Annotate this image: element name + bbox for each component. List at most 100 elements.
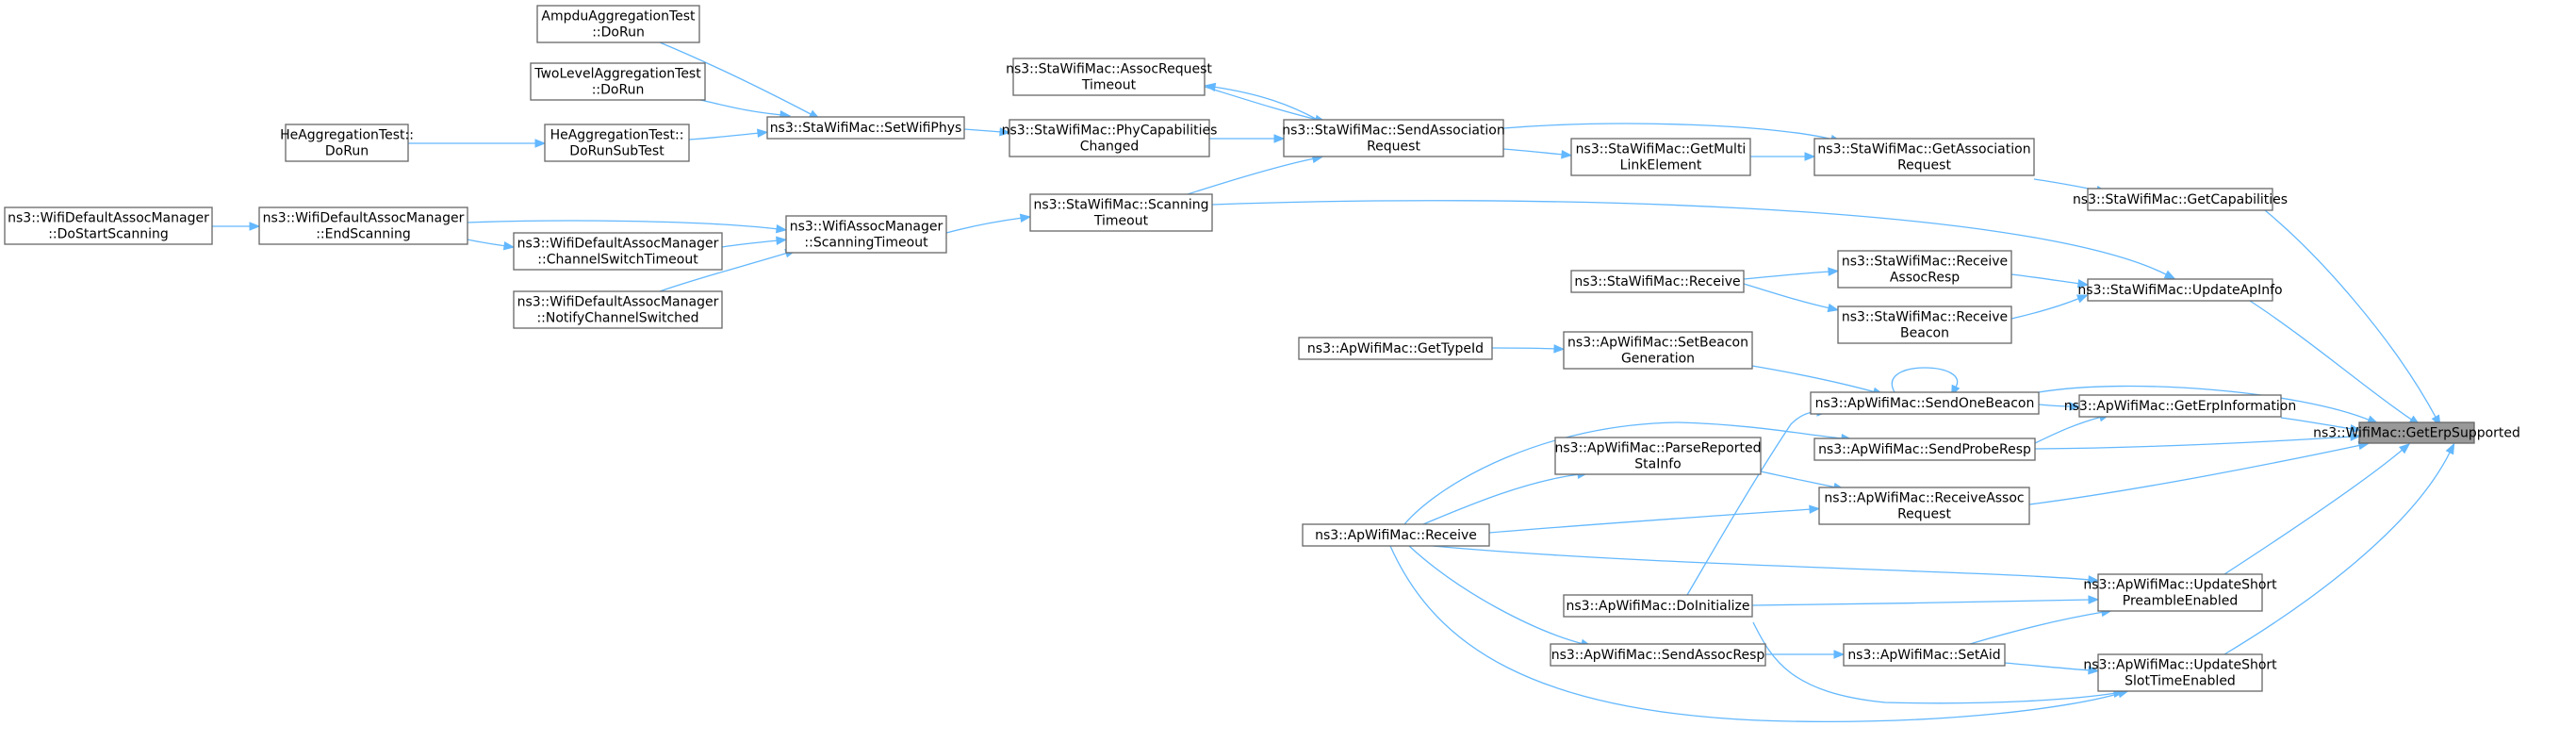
call-edge-sendproberesp-to-geterpinfo xyxy=(2034,413,2111,444)
call-edge-sendassocreq-to-assocreqtimeout xyxy=(1204,82,1319,121)
function-node-stareceive[interactable]: ns3::StaWifiMac::Receive xyxy=(1570,270,1745,293)
function-node-sendproberesp[interactable]: ns3::ApWifiMac::SendProbeResp xyxy=(1813,438,2036,461)
call-edge-apreceive-to-recvassocreq xyxy=(1488,504,1821,534)
node-box xyxy=(1813,138,2035,176)
arrowhead xyxy=(2399,443,2411,454)
function-node-doinitialize[interactable]: ns3::ApWifiMac::DoInitialize xyxy=(1563,594,1753,618)
node-box xyxy=(2078,394,2282,418)
node-label: ns3::ApWifiMac::ReceiveAssoc xyxy=(1824,491,2024,506)
node-box xyxy=(258,206,468,245)
call-edge-getcaps-to-root xyxy=(2264,209,2441,427)
arrowhead xyxy=(1809,504,1821,514)
edge-line xyxy=(721,239,779,248)
node-label: ns3::ApWifiMac::SendOneBeacon xyxy=(1815,396,2035,411)
function-node-updateshortslot[interactable]: ns3::ApWifiMac::UpdateShortSlotTimeEnabl… xyxy=(2083,653,2277,692)
call-edge-phycap-to-sendassocreq xyxy=(1209,134,1286,143)
call-edge-getmultilink-to-getassocreq xyxy=(1750,152,1816,161)
call-edge-gettypeid-to-setbeacongen xyxy=(1491,344,1566,354)
function-node-geterpinfo[interactable]: ns3::ApWifiMac::GetErpInformation xyxy=(2064,394,2296,418)
edge-line xyxy=(963,128,1003,133)
function-node-getcaps[interactable]: ns3::StaWifiMac::GetCapabilities xyxy=(2073,188,2288,211)
call-edge-scanningtimeout-to-stascantimeout xyxy=(945,213,1032,234)
node-box xyxy=(1029,193,1213,232)
function-node-gettypeid[interactable]: ns3::ApWifiMac::GetTypeId xyxy=(1298,337,1493,360)
node-label: ::NotifyChannelSwitched xyxy=(536,311,698,326)
node-box xyxy=(1550,643,1766,667)
node-label: TwoLevelAggregationTest xyxy=(533,67,701,82)
node-label: DoRun xyxy=(325,144,369,159)
function-node-dostartscanning[interactable]: ns3::WifiDefaultAssocManager::DoStartSca… xyxy=(4,206,213,245)
call-edge-stascantimeout-to-updateapinfo xyxy=(1211,200,2176,280)
call-edge-apreceive-to-parsereported xyxy=(1422,470,1589,525)
arrowhead xyxy=(1833,650,1846,659)
function-node-chswitchtimeout[interactable]: ns3::WifiDefaultAssocManager::ChannelSwi… xyxy=(513,232,723,271)
arrowhead xyxy=(2349,423,2362,434)
function-node-sendonebeacon[interactable]: ns3::ApWifiMac::SendOneBeacon xyxy=(1810,391,2040,415)
node-box xyxy=(1570,270,1745,293)
node-box xyxy=(1298,337,1493,360)
node-label: HeAggregationTest:: xyxy=(280,128,414,143)
node-box xyxy=(513,290,723,329)
function-node-root[interactable]: ns3::WifiMac::GetErpSupported xyxy=(2313,421,2520,444)
node-label: ns3::StaWifiMac::PhyCapabilities xyxy=(1002,124,1218,139)
node-label: Request xyxy=(1897,158,1951,173)
node-label: ns3::StaWifiMac::Receive xyxy=(1574,274,1740,289)
arrowhead xyxy=(2069,402,2081,411)
edge-line xyxy=(1502,123,1834,140)
function-node-scanningtimeout[interactable]: ns3::WifiAssocManager::ScanningTimeout xyxy=(785,215,947,254)
edge-line xyxy=(2223,450,2452,655)
node-label: ns3::ApWifiMac::SendAssocResp xyxy=(1551,648,1765,663)
function-node-setaid[interactable]: ns3::ApWifiMac::SetAid xyxy=(1843,643,2006,667)
function-node-sendassocresp[interactable]: ns3::ApWifiMac::SendAssocResp xyxy=(1550,643,1766,667)
function-node-twolevel[interactable]: TwoLevelAggregationTest::DoRun xyxy=(530,62,706,101)
node-label: SlotTimeEnabled xyxy=(2125,674,2236,689)
node-box xyxy=(1302,523,1490,547)
arrowhead xyxy=(2088,595,2100,604)
node-box xyxy=(530,62,706,101)
edge-line xyxy=(2004,662,2092,671)
call-edge-sendonebeacon-to-sendonebeacon xyxy=(1891,367,1961,397)
node-label: ns3::StaWifiMac::GetMulti xyxy=(1576,142,1747,157)
call-edge-recvassocresp-to-updateapinfo xyxy=(2010,273,2090,289)
node-box xyxy=(1837,305,2012,344)
function-node-notifychsw[interactable]: ns3::WifiDefaultAssocManager::NotifyChan… xyxy=(513,290,723,329)
node-label: ns3::StaWifiMac::Receive xyxy=(1842,255,2008,270)
arrowhead xyxy=(757,128,769,138)
node-box xyxy=(1813,438,2036,461)
call-edge-chswitchtimeout-to-scanningtimeout xyxy=(721,236,788,248)
function-node-updateapinfo[interactable]: ns3::StaWifiMac::UpdateApInfo xyxy=(2077,278,2283,302)
edge-line xyxy=(1488,508,1813,534)
function-node-stascantimeout[interactable]: ns3::StaWifiMac::ScanningTimeout xyxy=(1029,193,1213,232)
node-label: AmpduAggregationTest xyxy=(541,9,696,25)
arrowhead xyxy=(2088,575,2100,585)
edge-line xyxy=(1403,421,1845,525)
node-box xyxy=(1570,138,1751,176)
function-node-apreceive[interactable]: ns3::ApWifiMac::Receive xyxy=(1302,523,1490,547)
node-label: AssocResp xyxy=(1890,271,1960,286)
function-node-setwifiphys[interactable]: ns3::StaWifiMac::SetWifiPhys xyxy=(766,116,965,140)
edge-line xyxy=(1751,365,1877,393)
node-label: ::DoRun xyxy=(592,83,645,98)
edge-line xyxy=(2010,297,2081,320)
arrowhead xyxy=(2088,666,2100,675)
node-box xyxy=(1012,58,1206,96)
function-node-updateshortpreamble[interactable]: ns3::ApWifiMac::UpdateShortPreambleEnabl… xyxy=(2083,573,2277,612)
node-box xyxy=(285,124,409,162)
function-node-heagg_subtest[interactable]: HeAggregationTest::DoRunSubTest xyxy=(544,124,690,162)
edge-line xyxy=(1211,200,2169,276)
node-label: ns3::ApWifiMac::SetBeacon xyxy=(1567,336,1748,351)
function-node-heagg_dorun[interactable]: HeAggregationTest::DoRun xyxy=(280,124,414,162)
function-node-endscanning[interactable]: ns3::WifiDefaultAssocManager::EndScannin… xyxy=(258,206,468,245)
function-node-ampdu[interactable]: AmpduAggregationTest::DoRun xyxy=(536,5,700,43)
arrowhead xyxy=(999,127,1011,137)
